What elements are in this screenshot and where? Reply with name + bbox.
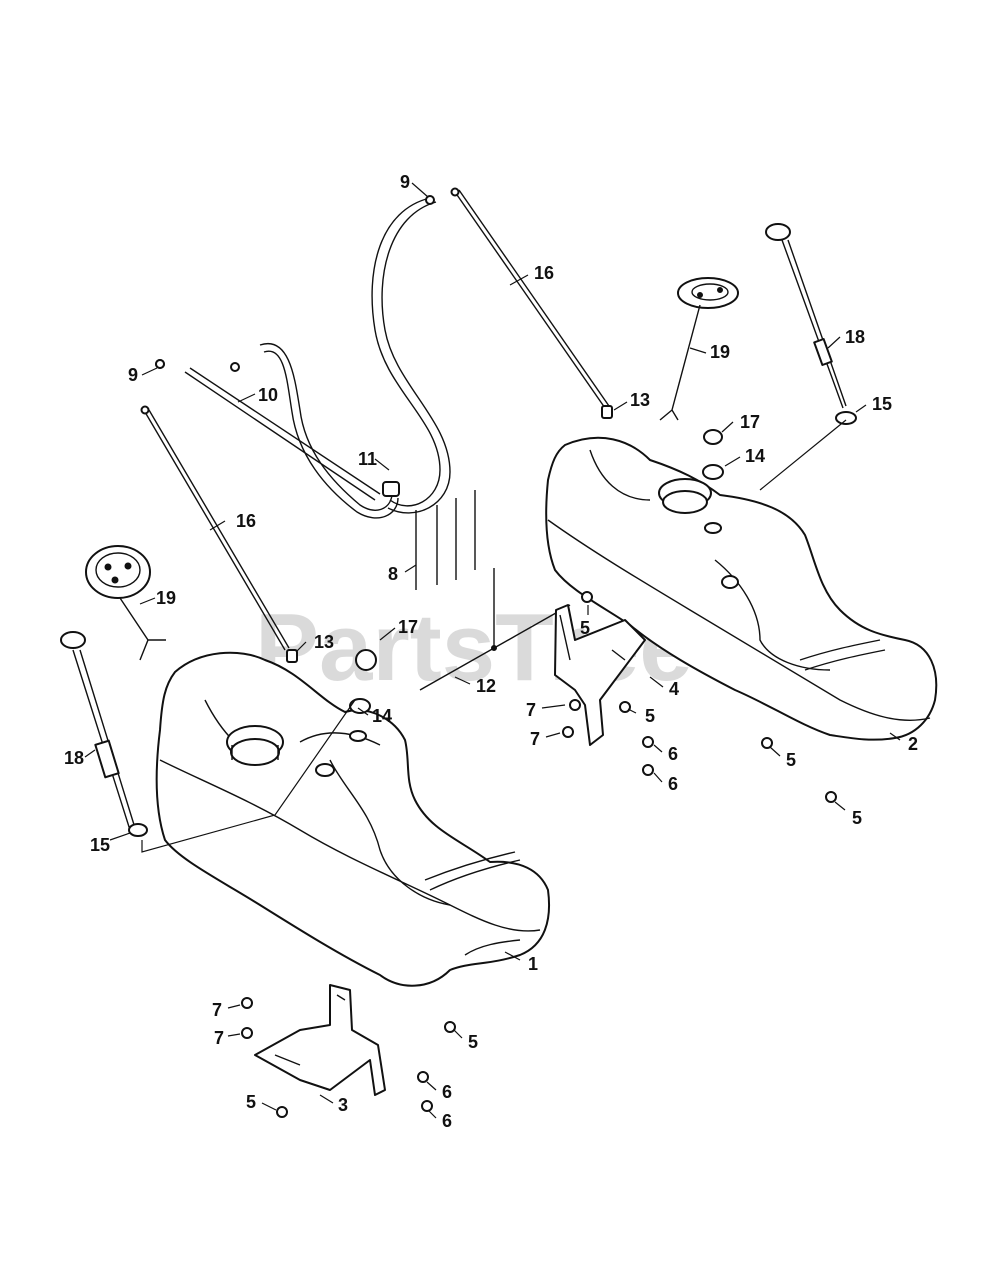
callout-19: 19 — [710, 342, 730, 362]
leader-lines — [84, 182, 901, 1119]
callout-11: 11 — [358, 449, 377, 469]
fuel-cap-right — [659, 277, 739, 421]
callout-5: 5 — [468, 1032, 478, 1052]
callout-7: 7 — [214, 1028, 224, 1048]
straps-and-bar — [415, 490, 571, 691]
callout-2: 2 — [908, 734, 918, 754]
fuel-cap-left — [85, 545, 166, 661]
callout-17: 17 — [398, 617, 418, 637]
callout-labels: 9 16 19 18 15 13 17 14 9 10 11 16 8 19 5… — [64, 172, 918, 1131]
callout-18: 18 — [845, 327, 865, 347]
fuel-tank-left — [155, 651, 551, 987]
callout-6: 6 — [668, 774, 678, 794]
callout-17: 17 — [740, 412, 760, 432]
callout-9: 9 — [128, 365, 138, 385]
callout-5: 5 — [645, 706, 655, 726]
callout-5: 5 — [786, 750, 796, 770]
fuel-tank-right — [545, 436, 938, 741]
callout-4: 4 — [669, 679, 679, 699]
callout-6: 6 — [668, 744, 678, 764]
bracket-right — [554, 604, 646, 746]
callout-8: 8 — [388, 564, 398, 584]
callout-6: 6 — [442, 1082, 452, 1102]
callout-16: 16 — [236, 511, 256, 531]
callout-7: 7 — [526, 700, 536, 720]
callout-1: 1 — [528, 954, 538, 974]
fuel-gauge-left — [60, 631, 136, 831]
callout-15: 15 — [872, 394, 892, 414]
bracket-left — [254, 984, 386, 1096]
callout-14: 14 — [745, 446, 765, 466]
fuel-lines — [140, 187, 613, 663]
callout-9: 9 — [400, 172, 410, 192]
callout-5: 5 — [246, 1092, 256, 1112]
callout-5: 5 — [580, 618, 590, 638]
callout-18: 18 — [64, 748, 84, 768]
callout-10: 10 — [258, 385, 278, 405]
callout-16: 16 — [534, 263, 554, 283]
fuel-gauge-right — [765, 223, 847, 409]
callout-7: 7 — [530, 729, 540, 749]
callout-12: 12 — [476, 676, 496, 696]
callout-6: 6 — [442, 1111, 452, 1131]
callout-13: 13 — [630, 390, 650, 410]
small-parts — [128, 359, 857, 1118]
callout-13: 13 — [314, 632, 334, 652]
callout-7: 7 — [212, 1000, 222, 1020]
callout-5: 5 — [852, 808, 862, 828]
callout-19: 19 — [156, 588, 176, 608]
callout-15: 15 — [90, 835, 110, 855]
callout-3: 3 — [338, 1095, 348, 1115]
callout-14: 14 — [372, 706, 392, 726]
